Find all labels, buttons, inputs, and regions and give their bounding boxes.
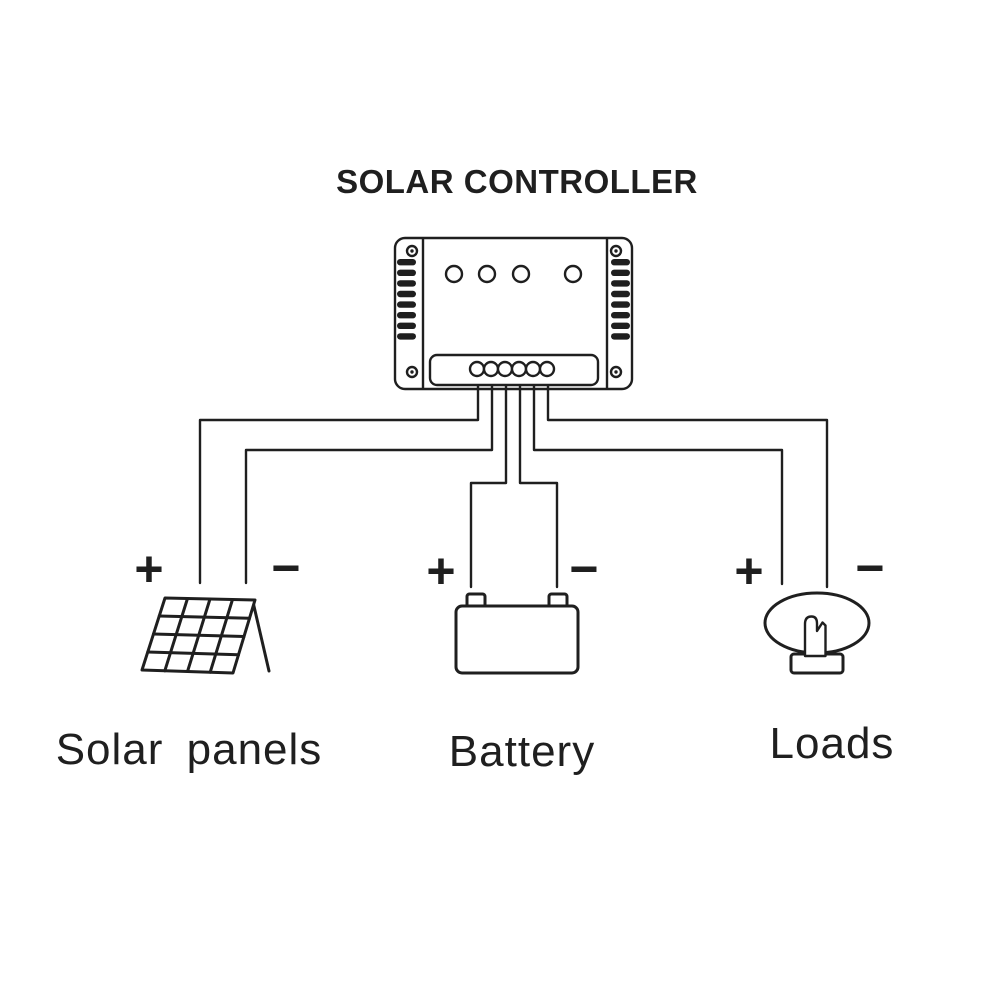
vent-slat [397,290,416,298]
vent-slat [397,322,416,329]
wire-battery-negative [518,384,559,589]
terminal [482,360,500,378]
vent-slat [611,280,630,287]
vent-slat [611,259,630,266]
solar-minus-sign: − [271,540,300,596]
led-indicator [563,264,583,284]
vent-slats-left [397,259,416,340]
bulb-filament [803,615,827,658]
wire-solar-negative [244,384,494,585]
terminal [496,360,514,378]
battery-plus-sign: + [426,543,455,599]
led-indicator [444,264,464,284]
loads-label: Loads [770,719,895,768]
panel-kickstand [251,600,271,673]
panel-grid [146,597,251,674]
vent-slat [397,301,416,308]
wire-battery-positive [469,384,508,589]
vent-slats-right [611,259,630,340]
vent-slat [397,333,416,340]
screw-icon [609,244,623,258]
terminal [510,360,528,378]
controller-body [393,236,634,391]
vent-slat [397,280,416,287]
loads-plus-sign: + [734,543,763,599]
solar-plus-sign: + [134,541,163,597]
vent-slat [611,322,630,329]
screw-icon [405,244,419,258]
screw-icon [405,365,419,379]
wire-loads-negative [546,384,829,589]
vent-slat [397,259,416,266]
wire-loads-positive [532,384,784,586]
wires [198,384,829,589]
vent-slat [611,333,630,340]
vent-slat [611,301,630,308]
vent-slat [611,312,630,319]
light-bulb-icon [763,591,871,675]
terminal [538,360,556,378]
wire-solar-positive [198,384,480,585]
battery-label: Battery [449,727,595,776]
diagram-title: SOLAR CONTROLLER [336,163,698,200]
loads-minus-sign: − [855,540,884,596]
led-indicators [444,264,583,284]
terminal [524,360,542,378]
solar-controller-icon [393,236,634,391]
terminal [468,360,486,378]
solar-panel-icon [140,596,271,675]
vent-slat [611,290,630,298]
battery-minus-sign: − [569,541,598,597]
led-indicator [477,264,497,284]
battery-body [454,604,580,675]
led-indicator [511,264,531,284]
solar-panels-label: Solar panels [56,725,323,774]
screw-icon [609,365,623,379]
battery-icon [454,592,580,675]
terminals [468,360,556,378]
vent-slat [397,269,416,276]
vent-slat [397,312,416,319]
vent-slat [611,269,630,276]
